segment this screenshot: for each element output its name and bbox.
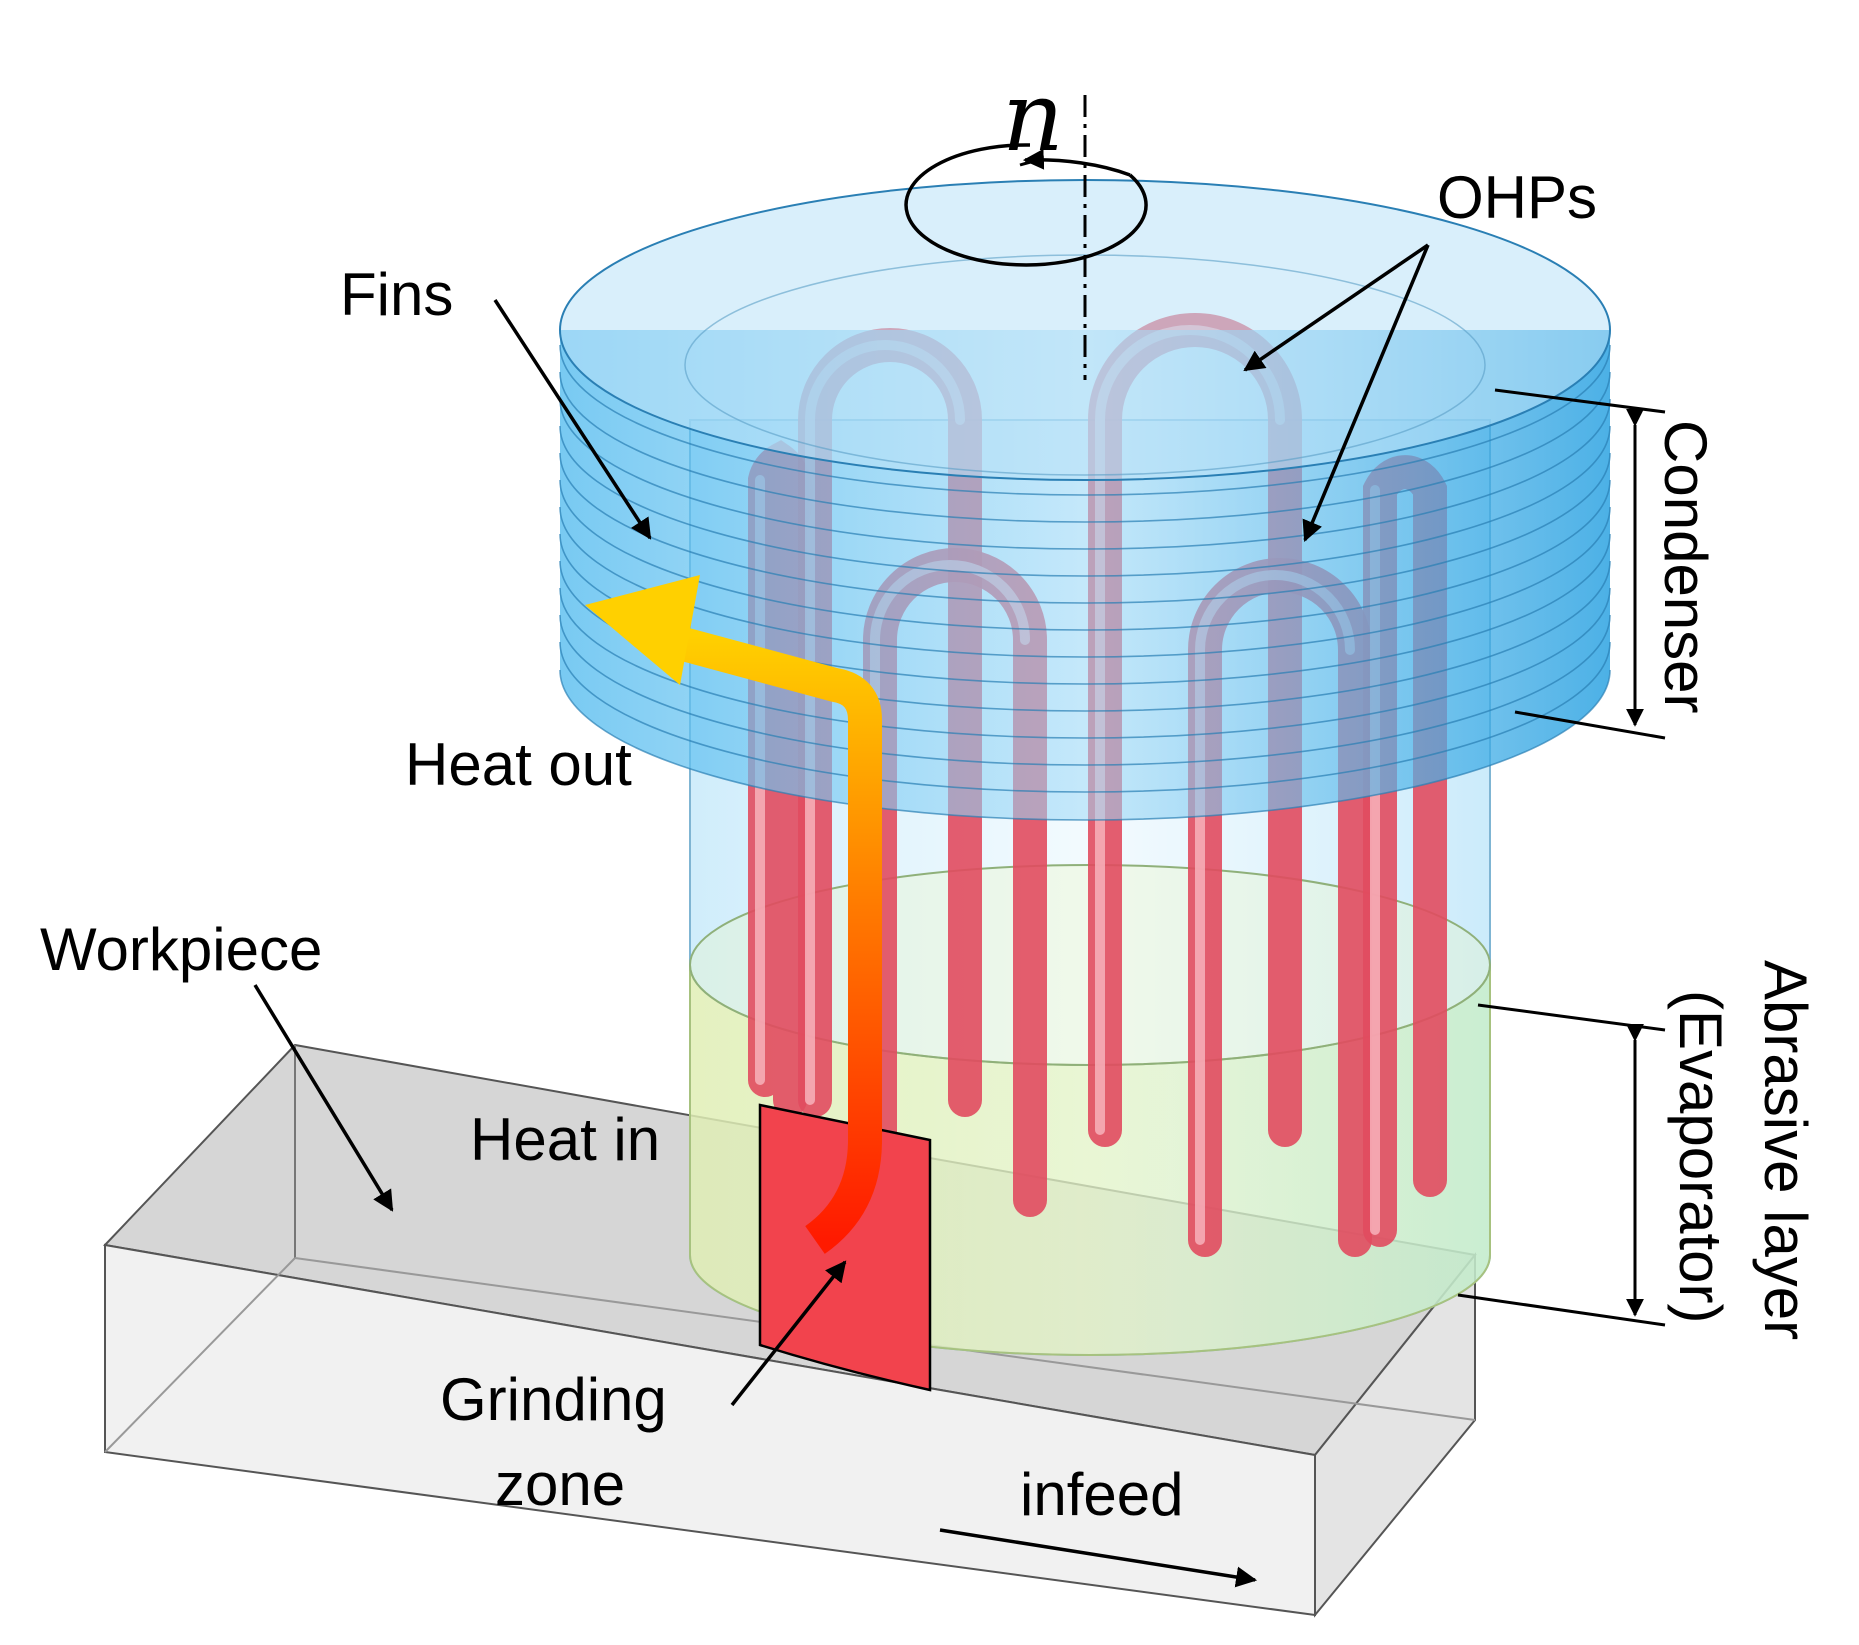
ohps-leader-2 <box>1302 244 1430 542</box>
condenser-bracket <box>1494 388 1666 740</box>
evaporator-bracket <box>1457 1003 1666 1327</box>
rotation-symbol: n <box>1002 61 1064 173</box>
infeed-label: infeed <box>1020 1461 1183 1528</box>
grinding-zone <box>758 1103 932 1392</box>
fins-leader <box>493 299 652 540</box>
abrasive-layer-label: Abrasive layer <box>1752 960 1819 1340</box>
grinding-leader <box>730 1260 847 1407</box>
workpiece-label: Workpiece <box>40 916 322 983</box>
workpiece-leader <box>253 984 394 1212</box>
heat-in-label: Heat in <box>470 1106 660 1173</box>
heat-out-label: Heat out <box>405 731 632 798</box>
evaporator-label: (Evaporator) <box>1667 990 1734 1323</box>
fins-label: Fins <box>340 261 453 328</box>
infeed-arrow <box>939 1528 1258 1588</box>
ohps-label: OHPs <box>1437 164 1597 231</box>
rotation-indicator: n <box>904 61 1148 380</box>
ohps-leader-1 <box>1243 243 1429 372</box>
grinding-label: Grinding <box>440 1366 667 1433</box>
leader-arrows <box>253 243 1430 1588</box>
condenser-label: Condenser <box>1652 420 1719 714</box>
zone-label: zone <box>495 1451 625 1518</box>
heat-flow-arrow <box>585 575 882 1254</box>
